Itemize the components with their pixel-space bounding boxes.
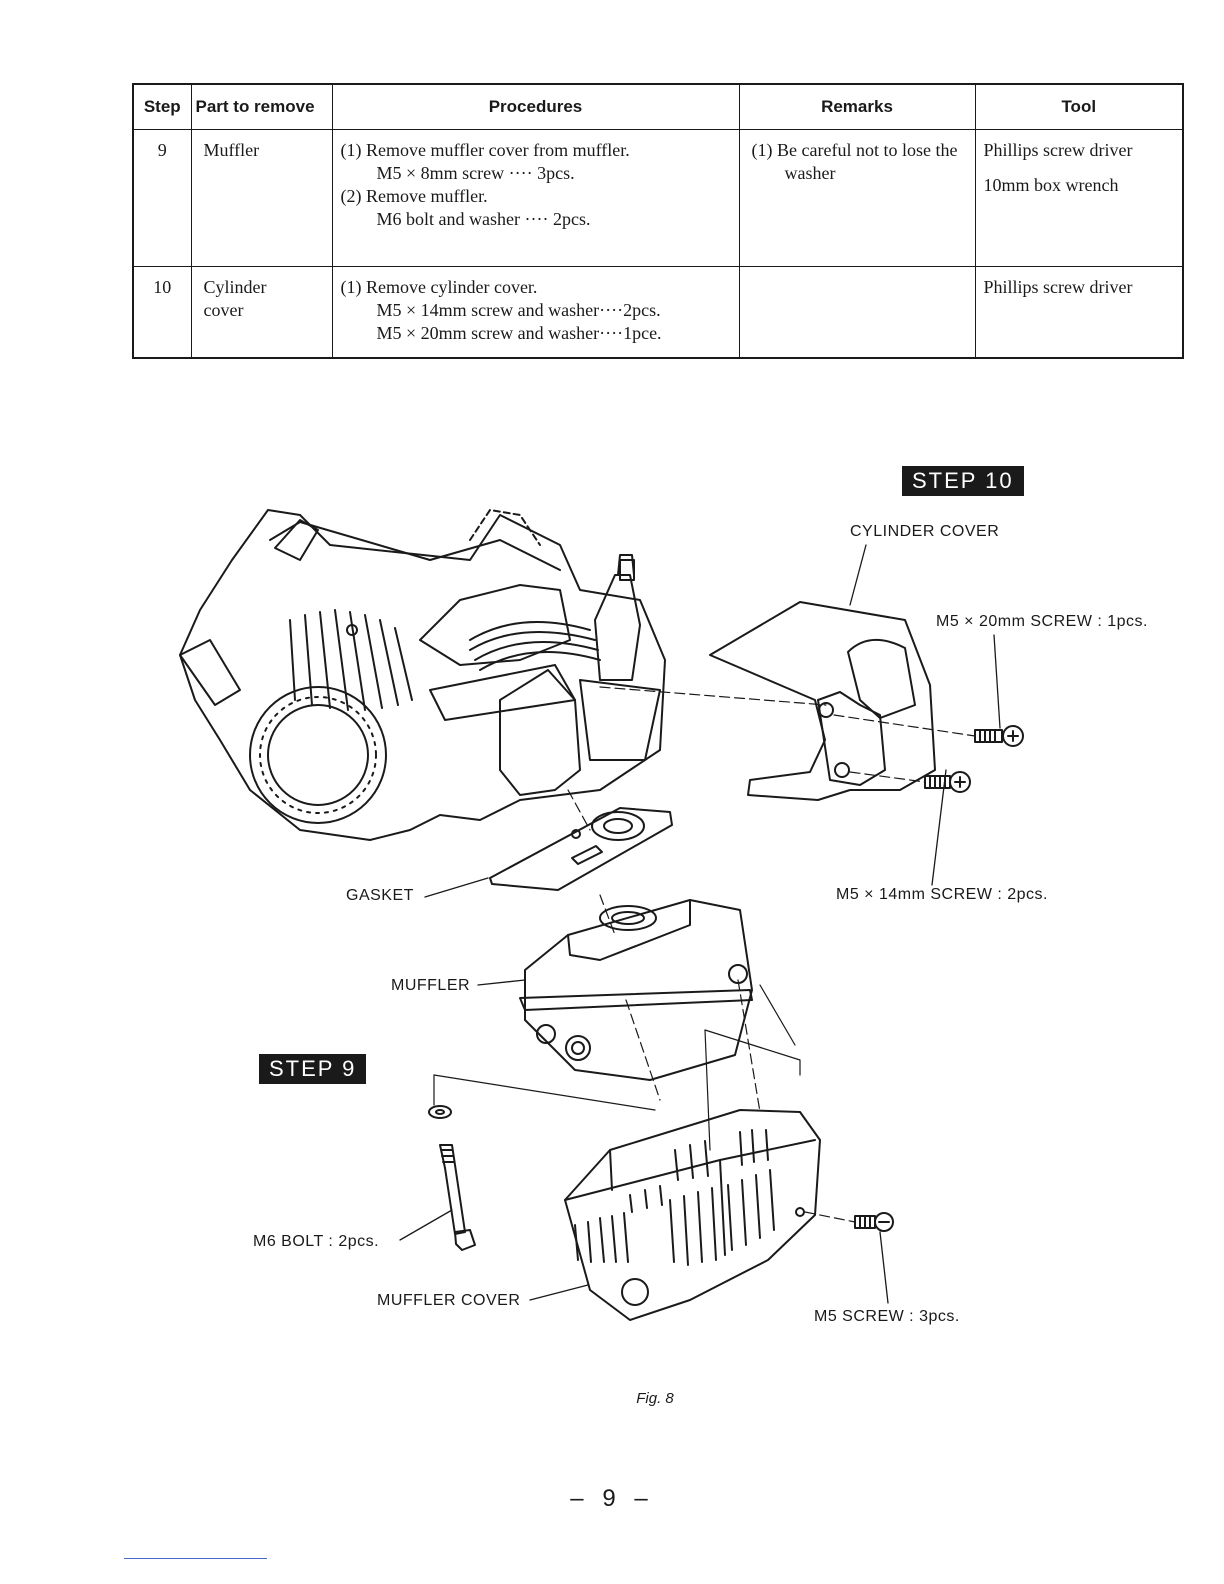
m5-20mm-screw	[974, 725, 1024, 747]
leader-lines	[399, 544, 1001, 1304]
cell-part: Muffler	[190, 129, 333, 267]
footer-rule	[124, 1558, 267, 1559]
procedure-line: M5 × 20mm screw and washer····1pce.	[376, 323, 662, 343]
label-m6-bolt: M6 BOLT : 2pcs.	[253, 1233, 380, 1250]
engine-assembly	[179, 509, 666, 841]
cell-part: Cylinder cover	[190, 266, 333, 359]
assembly-guide-lines	[567, 686, 976, 1223]
part-line: Cylinder	[203, 277, 267, 297]
cell-procedures: (1) Remove muffler cover from muffler. M…	[331, 129, 740, 267]
cell-tool: Phillips screw driver 10mm box wrench	[974, 129, 1184, 267]
table-header-row: Step Part to remove Procedures Remarks T…	[132, 83, 1184, 130]
page-number: – 9 –	[570, 1485, 654, 1512]
m5-14mm-screw	[924, 771, 971, 793]
muffler	[519, 899, 753, 1081]
procedure-line: (1) Remove muffler cover from muffler.	[340, 140, 630, 160]
label-muffler-cover: MUFFLER COVER	[377, 1292, 521, 1309]
procedure-line: (1) Remove cylinder cover.	[340, 277, 538, 297]
tool-line: Phillips screw driver	[983, 140, 1133, 160]
muffler-cover	[564, 1109, 821, 1321]
procedure-line: M5 × 14mm screw and washer····2pcs.	[376, 300, 661, 320]
part-line: cover	[203, 300, 244, 320]
gasket	[489, 807, 673, 891]
label-m5-20mm-screw: M5 × 20mm SCREW : 1pcs.	[936, 613, 1148, 630]
cell-remarks	[738, 266, 976, 359]
label-muffler: MUFFLER	[391, 977, 471, 994]
table-row: 10 Cylinder cover (1) Remove cylinder co…	[132, 266, 1184, 359]
tool-line: 10mm box wrench	[983, 175, 1119, 195]
tool-line: Phillips screw driver	[983, 277, 1133, 297]
label-m5-14mm-screw: M5 × 14mm SCREW : 2pcs.	[836, 886, 1048, 903]
alignment-lines	[433, 984, 801, 1151]
procedure-line: M6 bolt and washer ···· 2pcs.	[376, 209, 591, 229]
step-9-badge: STEP 9	[259, 1054, 367, 1084]
figure-caption: Fig. 8	[636, 1390, 674, 1407]
part-line: Muffler	[203, 140, 260, 160]
remark-text: (1) Be careful not to lose the washer	[751, 140, 958, 183]
cell-step: 9	[132, 129, 192, 267]
m5-screw	[854, 1212, 894, 1232]
label-m5-screw: M5 SCREW : 3pcs.	[814, 1308, 960, 1325]
step-10-badge: STEP 10	[902, 466, 1024, 496]
header-part: Part to remove	[190, 83, 333, 130]
cell-remarks: (1) Be careful not to lose the washer	[738, 129, 976, 267]
cell-tool: Phillips screw driver	[974, 266, 1184, 359]
label-gasket: GASKET	[346, 887, 414, 904]
procedure-line: M5 × 8mm screw ···· 3pcs.	[376, 163, 575, 183]
label-cylinder-cover: CYLINDER COVER	[850, 523, 1000, 540]
cell-procedures: (1) Remove cylinder cover. M5 × 14mm scr…	[331, 266, 740, 359]
table-row: 9 Muffler (1) Remove muffler cover from …	[132, 129, 1184, 267]
cell-step: 10	[132, 266, 192, 359]
procedure-table: Step Part to remove Procedures Remarks T…	[132, 83, 1184, 359]
m6-bolt	[428, 1105, 476, 1251]
cylinder-cover	[709, 601, 936, 801]
procedure-line: (2) Remove muffler.	[340, 186, 488, 206]
